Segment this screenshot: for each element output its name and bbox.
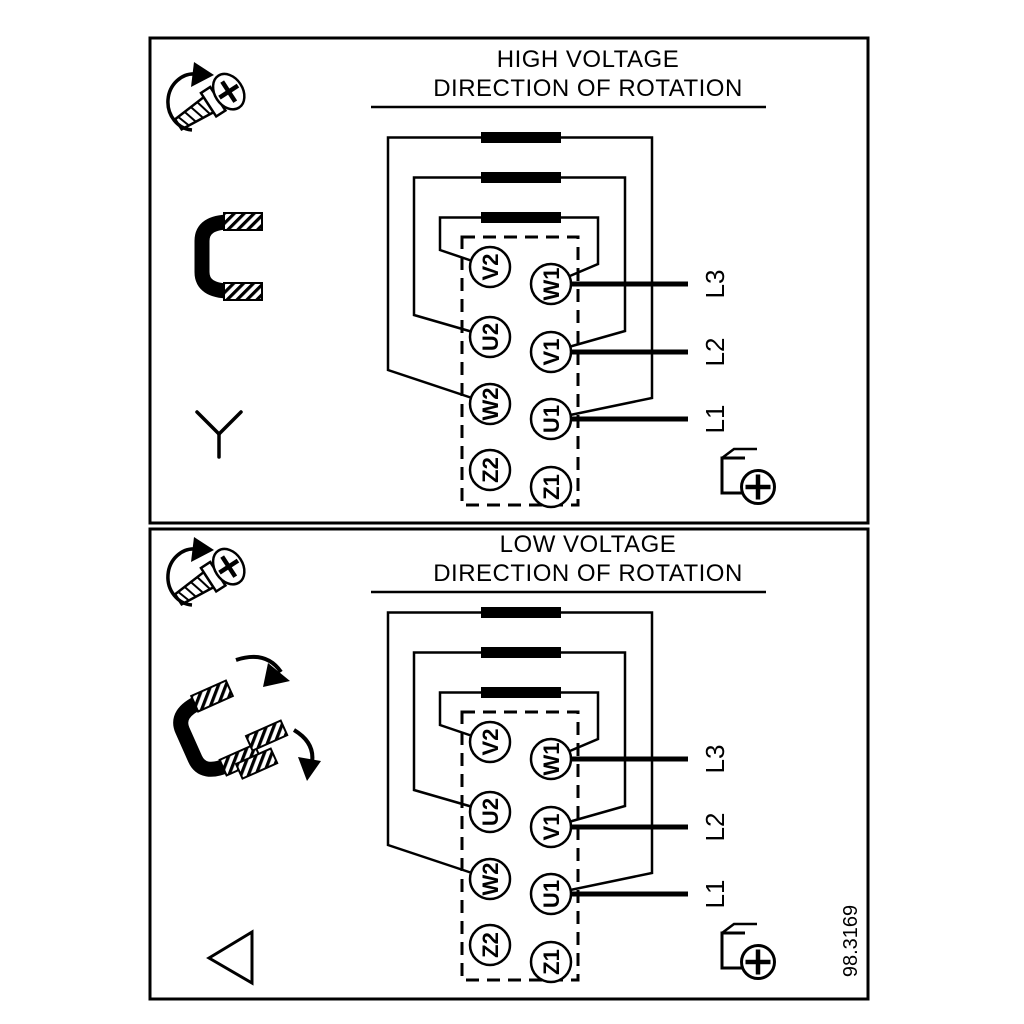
loose-link-bar bbox=[245, 719, 289, 752]
figure-number: 98.3169 bbox=[840, 905, 862, 977]
star-connection-icon bbox=[195, 410, 243, 459]
panel-border bbox=[148, 36, 870, 525]
panel-title-line2: DIRECTION OF ROTATION bbox=[433, 75, 743, 102]
move-arrow-top-head bbox=[263, 663, 290, 687]
move-arrow-top bbox=[235, 655, 283, 674]
panel-high-voltage: HIGH VOLTAGE DIRECTION OF ROTATION bbox=[148, 36, 870, 525]
panel-title-line1: LOW VOLTAGE bbox=[500, 531, 677, 558]
panel-title-line2: DIRECTION OF ROTATION bbox=[433, 560, 743, 587]
panel-title-line1: HIGH VOLTAGE bbox=[497, 46, 679, 73]
move-arrow-right-head bbox=[298, 757, 321, 781]
panel-border bbox=[148, 527, 870, 1001]
panel-low-voltage: LOW VOLTAGE DIRECTION OF ROTATION 98.316… bbox=[148, 527, 870, 1001]
jumper-repositioning-icons bbox=[171, 655, 321, 785]
delta-connection-icon bbox=[206, 929, 254, 986]
jumper-link-icon bbox=[202, 213, 262, 300]
